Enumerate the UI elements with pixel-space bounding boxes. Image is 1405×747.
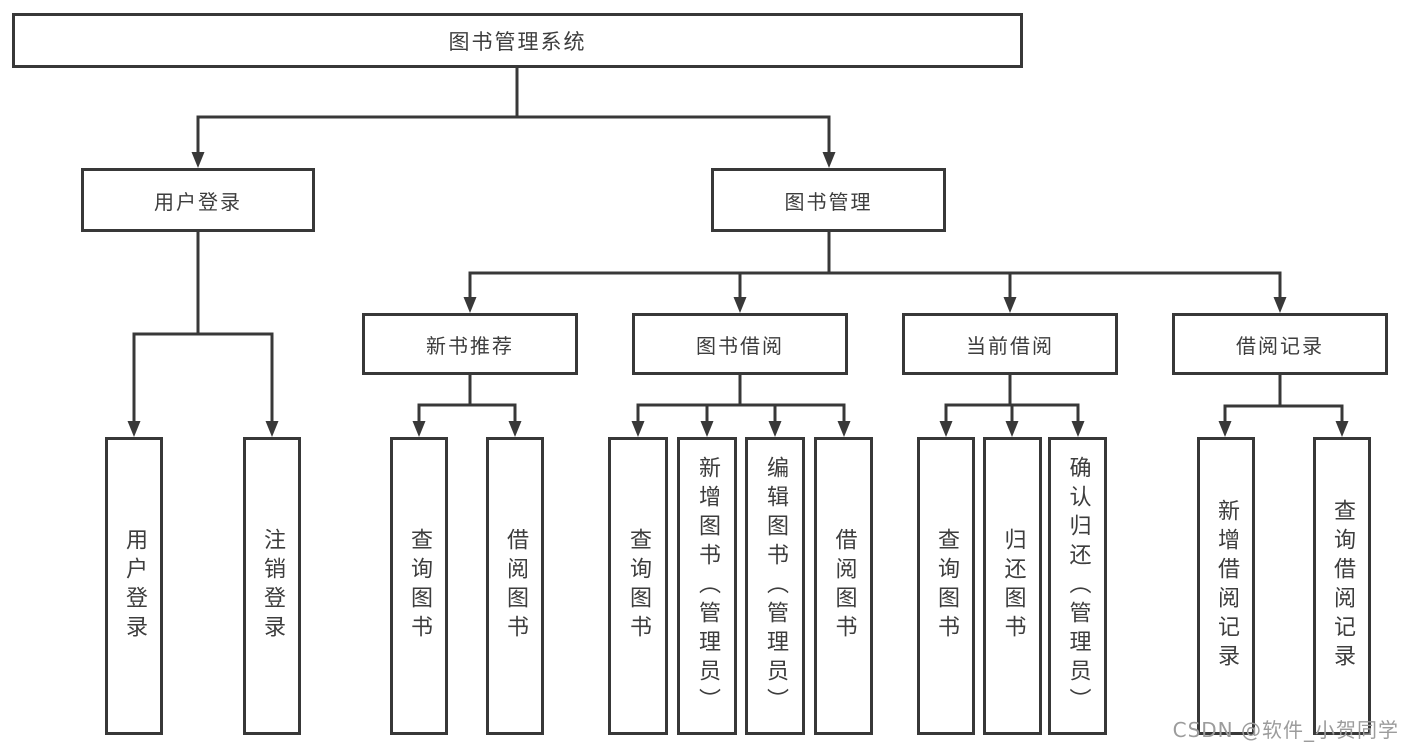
leaf-query-books-current: 查询图书 <box>917 437 975 735</box>
leaf-borrow-books-label: 借阅图书 <box>831 528 857 644</box>
leaf-add-borrow-record-label: 新增借阅记录 <box>1214 499 1239 673</box>
leaf-borrow-books-recommend-label: 借阅图书 <box>503 528 528 644</box>
leaf-user-login-label: 用户登录 <box>122 528 147 644</box>
connector-current-borrow <box>939 375 1085 437</box>
node-book-management-label: 图书管理 <box>784 189 873 214</box>
leaf-logout-label: 注销登录 <box>260 528 285 644</box>
leaf-borrow-books: 借阅图书 <box>814 437 873 735</box>
leaf-logout: 注销登录 <box>243 437 301 735</box>
leaf-confirm-return-admin-label: 确认归还（管理员） <box>1065 455 1091 717</box>
leaf-query-borrow-record: 查询借阅记录 <box>1313 437 1371 735</box>
connector-borrow-records <box>1218 375 1349 437</box>
leaf-add-books-admin: 新增图书（管理员） <box>677 437 737 735</box>
leaf-query-books-recommend-label: 查询图书 <box>407 528 432 644</box>
node-book-management: 图书管理 <box>711 168 946 232</box>
csdn-watermark: CSDN @软件_小贺同学 <box>1172 718 1399 742</box>
leaf-edit-books-admin: 编辑图书（管理员） <box>745 437 805 735</box>
leaf-confirm-return-admin: 确认归还（管理员） <box>1048 437 1107 735</box>
node-borrow-records-label: 借阅记录 <box>1236 333 1324 358</box>
leaf-add-books-admin-label: 新增图书（管理员） <box>695 455 720 717</box>
node-borrow-records: 借阅记录 <box>1172 313 1388 375</box>
leaf-query-books-recommend: 查询图书 <box>390 437 448 735</box>
connector-book-borrow <box>631 375 851 437</box>
leaf-query-books-borrow-label: 查询图书 <box>626 528 651 644</box>
node-new-book-recommend: 新书推荐 <box>362 313 578 375</box>
node-book-borrow-label: 图书借阅 <box>696 333 784 358</box>
node-user-login: 用户登录 <box>81 168 315 232</box>
leaf-add-borrow-record: 新增借阅记录 <box>1197 437 1255 735</box>
leaf-query-borrow-record-label: 查询借阅记录 <box>1330 499 1355 673</box>
node-new-book-recommend-label: 新书推荐 <box>426 333 514 358</box>
leaf-edit-books-admin-label: 编辑图书（管理员） <box>763 455 788 717</box>
leaf-query-books-current-label: 查询图书 <box>934 528 959 644</box>
node-current-borrow: 当前借阅 <box>902 313 1118 375</box>
leaf-borrow-books-recommend: 借阅图书 <box>486 437 544 735</box>
node-user-login-label: 用户登录 <box>154 189 242 214</box>
connector-book-management <box>463 232 1287 313</box>
connector-user-login <box>127 232 279 437</box>
node-book-borrow: 图书借阅 <box>632 313 848 375</box>
leaf-return-books-label: 归还图书 <box>1000 528 1026 644</box>
leaf-query-books-borrow: 查询图书 <box>608 437 668 735</box>
leaf-user-login: 用户登录 <box>105 437 163 735</box>
connector-root <box>191 68 836 168</box>
connector-new-book-recommend <box>412 375 522 437</box>
leaf-return-books: 归还图书 <box>983 437 1042 735</box>
node-root: 图书管理系统 <box>12 13 1023 68</box>
node-current-borrow-label: 当前借阅 <box>966 333 1054 358</box>
node-root-label: 图书管理系统 <box>448 29 587 54</box>
